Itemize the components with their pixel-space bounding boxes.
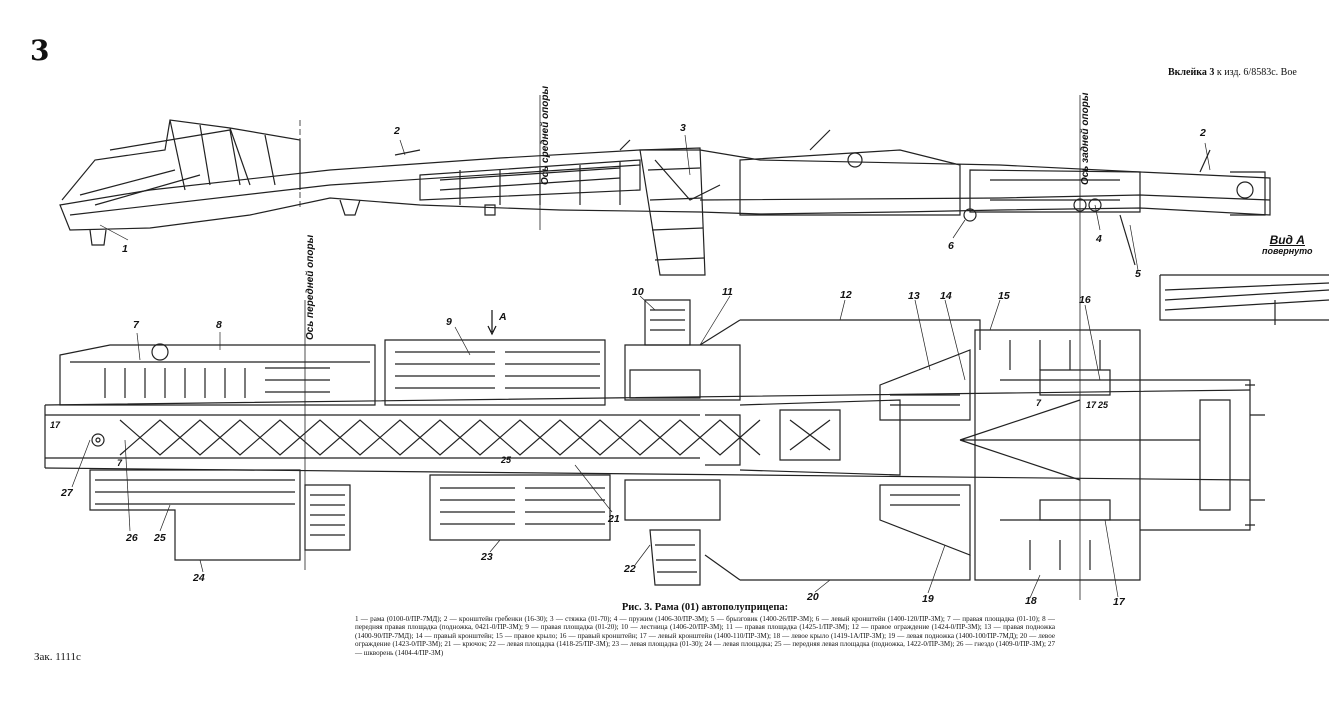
callout-2b: 2 [1200, 127, 1206, 139]
callout-19: 19 [922, 593, 934, 605]
plan-view [44, 299, 1265, 586]
callout-15: 15 [998, 290, 1010, 302]
callout-23: 23 [481, 551, 493, 563]
callout-24: 24 [193, 572, 205, 584]
callout-4: 4 [1096, 233, 1102, 245]
callout-8: 8 [216, 319, 222, 331]
callout-25: 25 [154, 532, 166, 544]
callout-10: 10 [632, 286, 644, 298]
callout-7: 7 [133, 319, 139, 331]
callout-27: 27 [61, 487, 73, 499]
axis-middle-label: Ось средней опоры [540, 85, 551, 185]
callout-6: 6 [948, 240, 954, 252]
view-a-subtitle: повернуто [1262, 246, 1313, 256]
arrow-a-label: А [499, 311, 507, 323]
callout-20: 20 [807, 591, 819, 603]
callout-16: 16 [1079, 294, 1091, 306]
callout-21: 21 [608, 513, 620, 525]
caption-title: Рис. 3. Рама (01) автополуприцепа: [621, 602, 789, 613]
callout-11: 11 [722, 286, 733, 298]
callout-14: 14 [940, 290, 952, 302]
callout-17: 17 [1113, 596, 1125, 608]
caption-text: 1 — рама (0100-0/ПР-7МД); 2 — кронштейн … [355, 614, 1055, 657]
callout-5: 5 [1135, 268, 1141, 280]
callout-9: 9 [446, 316, 452, 328]
small-17b: 17 [1086, 400, 1097, 410]
view-a-title: Вид А [1269, 233, 1305, 247]
callout-2a: 2 [394, 125, 400, 137]
view-a-sketch [1159, 274, 1329, 325]
callout-12: 12 [840, 289, 852, 301]
callout-1: 1 [122, 243, 128, 255]
callout-13: 13 [908, 290, 920, 302]
insert-note-bold: Вклейка 3 [1168, 67, 1215, 78]
insert-note-rest: к изд. 6/8583с. Вое [1216, 67, 1297, 78]
callout-26: 26 [126, 532, 138, 544]
insert-note: Вклейка 3 к изд. 6/8583с. Вое [1168, 67, 1297, 78]
figure-caption: Рис. 3. Рама (01) автополуприцепа: 1 — р… [355, 602, 1055, 658]
view-a-label: Вид А повернуто [1262, 233, 1313, 257]
leader-lines [71, 134, 1211, 599]
small-17: 17 [50, 420, 61, 430]
order-number: Зак. 1111с [34, 651, 81, 663]
small-25b: 25 [501, 455, 512, 465]
callout-22: 22 [624, 563, 636, 575]
small-25a: 25 [1098, 400, 1109, 410]
axis-front-label: Ось передней опоры [305, 234, 316, 340]
axis-rear-label: Ось задней опоры [1080, 92, 1091, 185]
callout-3: 3 [680, 122, 686, 134]
page-number: 3 [30, 34, 50, 67]
callout-18: 18 [1025, 595, 1037, 607]
small-7a: 7 [117, 458, 123, 468]
view-arrow [487, 310, 497, 336]
small-7b: 7 [1036, 398, 1042, 408]
